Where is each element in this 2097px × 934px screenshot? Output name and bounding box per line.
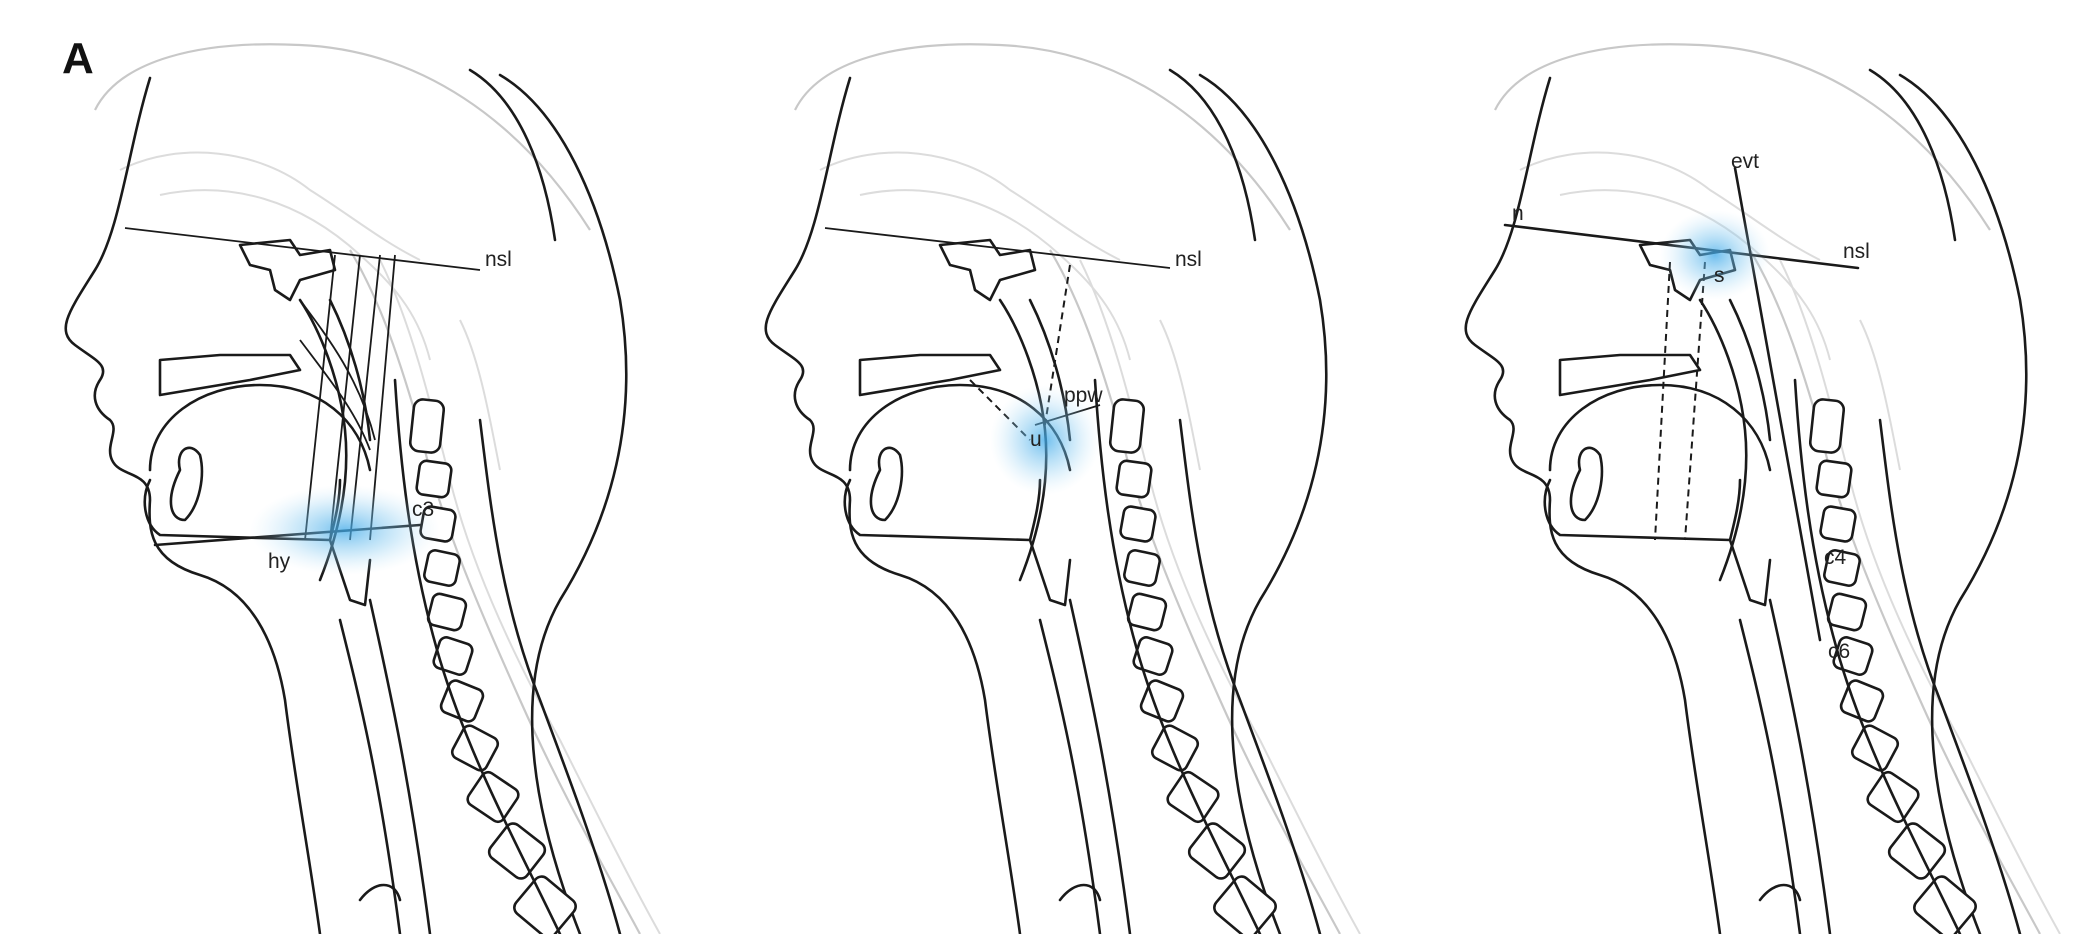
panel-c-drawing: evt n nsl s c4 c6 <box>1400 0 2097 934</box>
label-c4: c4 <box>1824 546 1847 569</box>
label-n: n <box>1512 202 1524 225</box>
label-c3: c3 <box>412 498 434 521</box>
panel-b-drawing: nsl ppw u <box>700 0 1400 934</box>
panel-a-drawing: nsl c3 hy <box>0 0 700 934</box>
label-s: s <box>1714 264 1725 287</box>
label-c6: c6 <box>1828 640 1850 663</box>
label-hy: hy <box>268 550 291 573</box>
panel-a: nsl c3 hy A <box>0 0 700 934</box>
label-nsl: nsl <box>1175 248 1202 271</box>
label-evt: evt <box>1731 150 1759 173</box>
label-u: u <box>1030 428 1042 451</box>
panel-b: nsl ppw u B <box>700 0 1400 934</box>
label-nsl: nsl <box>1843 240 1870 263</box>
label-nsl: nsl <box>485 248 512 271</box>
label-ppw: ppw <box>1064 384 1103 407</box>
panel-letter-a: A <box>62 34 94 84</box>
panel-c: evt n nsl s c4 c6 C <box>1400 0 2097 934</box>
panel-letter-b: B <box>700 34 702 84</box>
